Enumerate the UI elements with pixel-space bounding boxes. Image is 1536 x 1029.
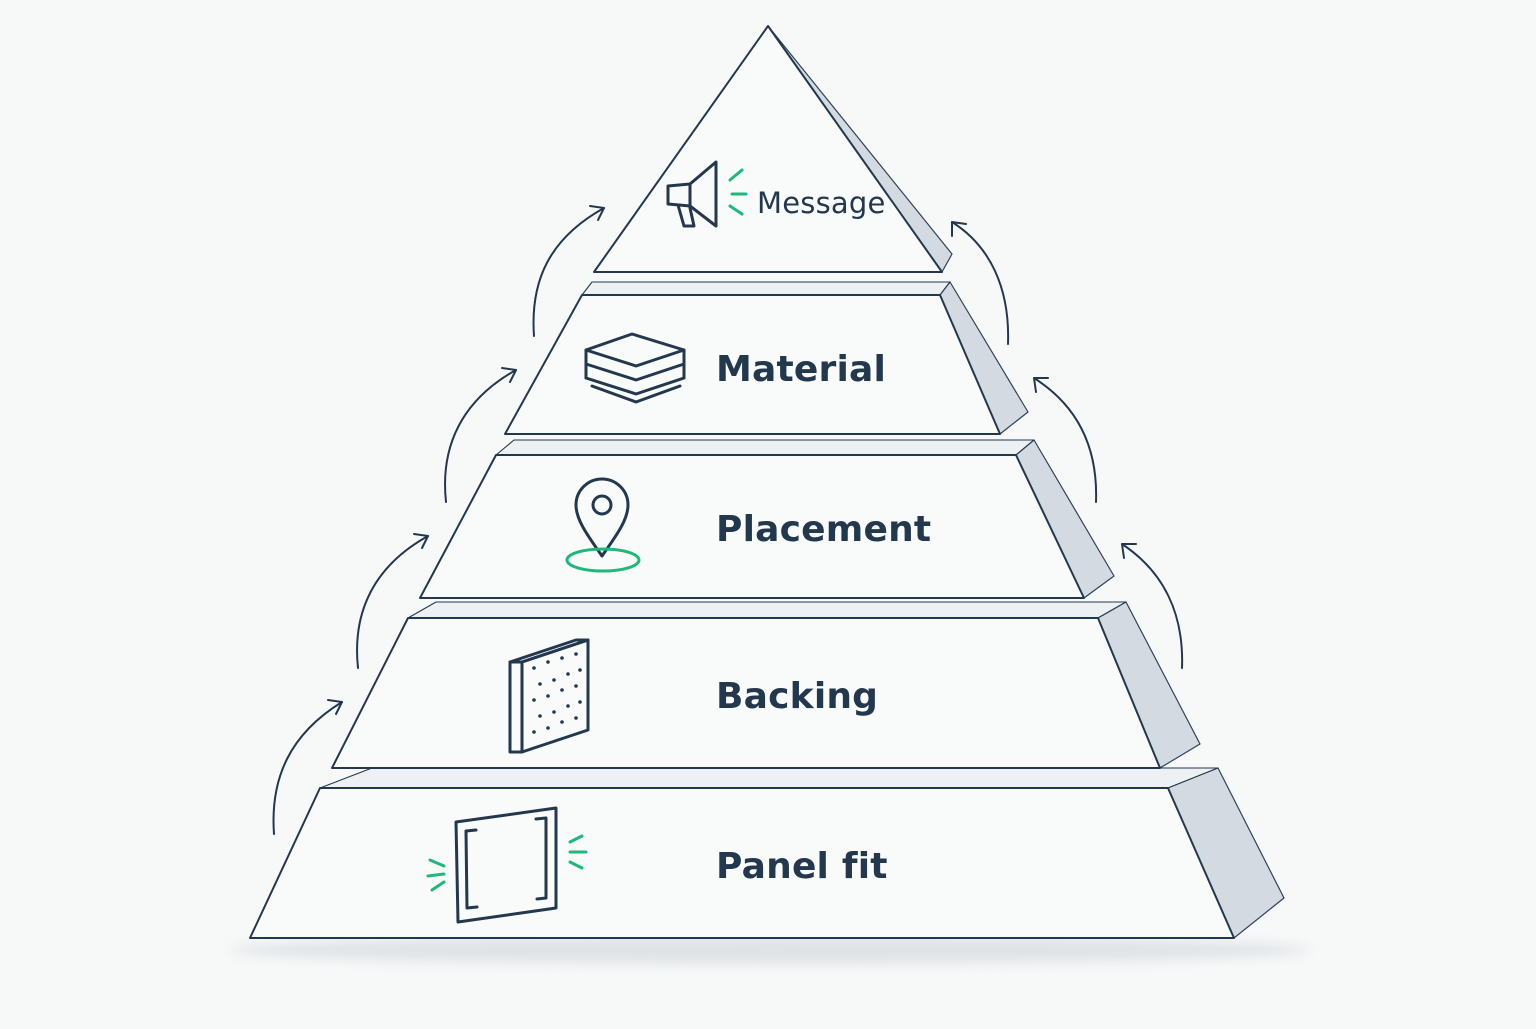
tier-label: Panel fit bbox=[716, 846, 888, 887]
layers-icon bbox=[584, 332, 686, 404]
backing-board-icon bbox=[508, 638, 590, 754]
tier-label: Message bbox=[757, 186, 886, 220]
up-arrow-icon bbox=[951, 221, 1010, 345]
left-progress-arrows bbox=[272, 205, 605, 835]
right-progress-arrows bbox=[951, 221, 1184, 669]
up-arrow-icon bbox=[356, 533, 429, 669]
tier-label: Placement bbox=[716, 509, 931, 550]
tier-front-face bbox=[593, 25, 943, 273]
tier-top-face bbox=[581, 281, 951, 296]
up-arrow-icon bbox=[272, 699, 343, 835]
ground-shadow bbox=[230, 936, 1310, 964]
tier-top-face bbox=[319, 767, 1219, 789]
megaphone-icon bbox=[666, 160, 748, 228]
tier-panel-fit: Panel fit bbox=[249, 767, 1285, 939]
tier-top-face bbox=[495, 439, 1035, 456]
tier-material: Material bbox=[504, 281, 1029, 435]
tier-front-face bbox=[419, 454, 1085, 599]
location-pin-icon bbox=[565, 477, 641, 573]
tier-front-face bbox=[249, 787, 1235, 939]
tier-label: Backing bbox=[716, 676, 878, 717]
up-arrow-icon bbox=[1033, 377, 1098, 503]
tier-backing: Backing bbox=[331, 601, 1201, 769]
up-arrow-icon bbox=[1121, 543, 1184, 669]
tier-label: Material bbox=[716, 349, 886, 390]
panel-frame-icon bbox=[426, 806, 588, 924]
tier-top-face bbox=[407, 601, 1127, 619]
tier-placement: Placement bbox=[419, 439, 1115, 599]
up-arrow-icon bbox=[444, 367, 517, 503]
tier-message: Message bbox=[593, 25, 953, 273]
up-arrow-icon bbox=[532, 205, 605, 337]
